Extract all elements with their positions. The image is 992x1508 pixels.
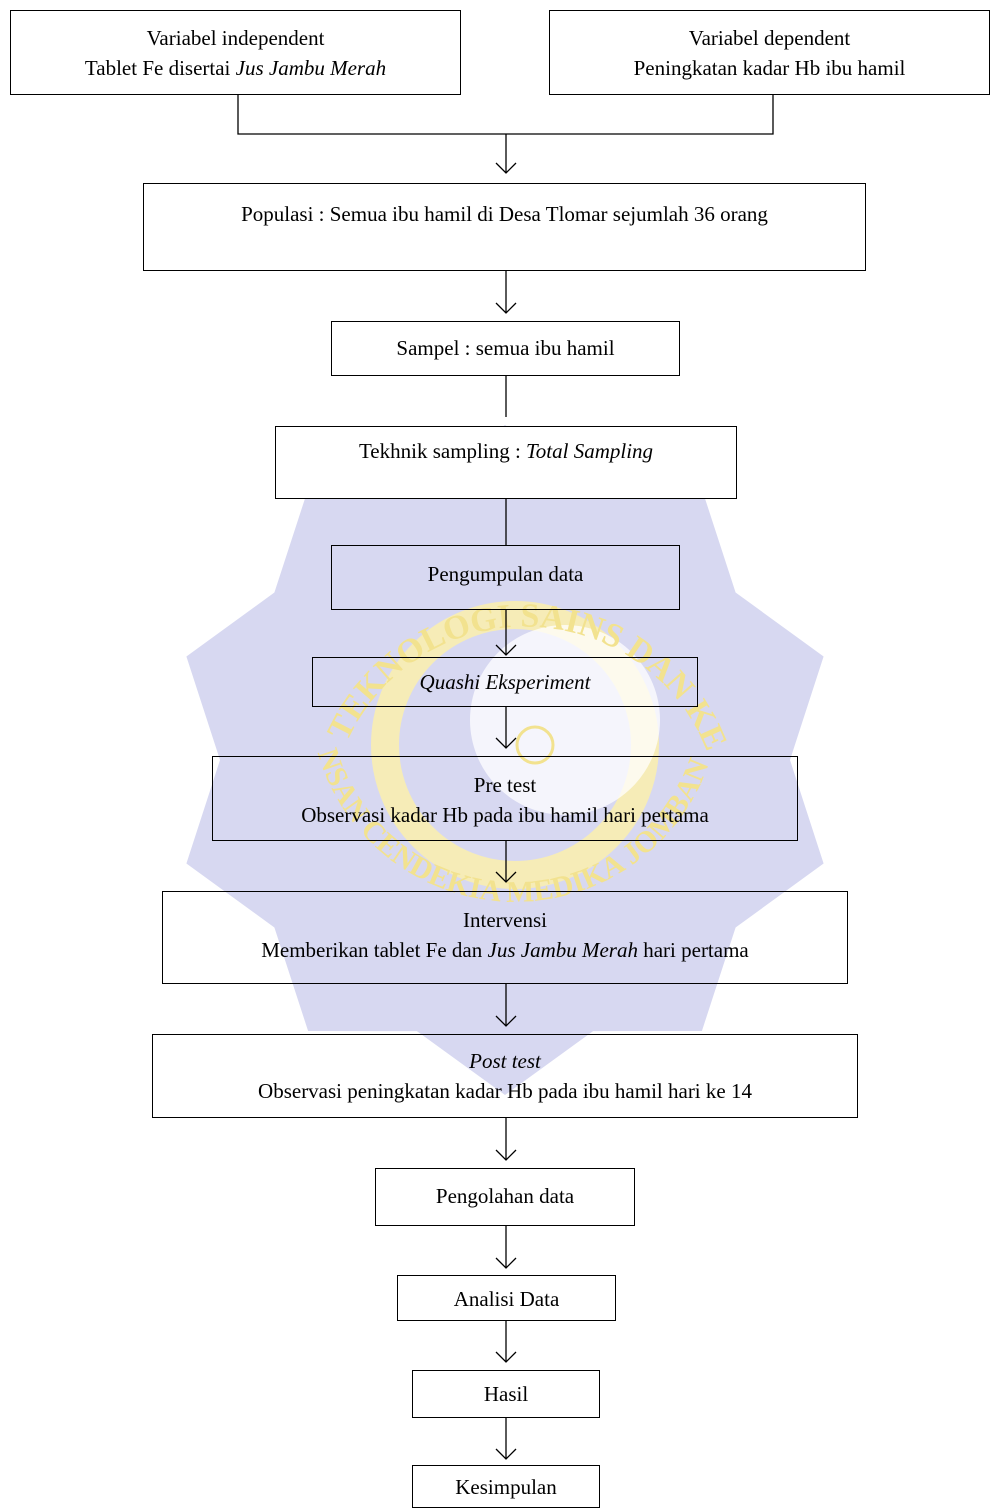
box-variabel-dependent: Variabel dependent Peningkatan kadar Hb … xyxy=(549,10,990,95)
arrowhead-icon xyxy=(495,644,517,656)
intervensi-line: Memberikan tablet Fe dan xyxy=(261,938,488,962)
intervensi-title: Intervensi xyxy=(463,908,547,932)
analisis-text: Analisi Data xyxy=(453,1287,560,1311)
box-post-test: Post test Observasi peningkatan kadar Hb… xyxy=(152,1034,858,1118)
arrowhead-icon xyxy=(495,1448,517,1460)
pretest-line: Observasi kadar Hb pada ibu hamil hari p… xyxy=(301,803,709,827)
independent-line: Tablet Fe disertai xyxy=(84,56,236,80)
dependent-title: Variabel dependent xyxy=(688,26,851,50)
box-pengolahan-data: Pengolahan data xyxy=(375,1168,635,1226)
pengumpulan-text: Pengumpulan data xyxy=(427,562,584,586)
arrowhead-icon xyxy=(495,1149,517,1161)
box-variabel-independent: Variabel independent Tablet Fe disertai … xyxy=(10,10,461,95)
arrowhead-icon xyxy=(495,1015,517,1027)
box-intervensi: Intervensi Memberikan tablet Fe dan Jus … xyxy=(162,891,848,984)
pengolahan-text: Pengolahan data xyxy=(435,1184,575,1208)
watermark-inner-disc xyxy=(470,625,660,815)
arrowhead-icon xyxy=(495,302,517,314)
box-hasil: Hasil xyxy=(412,1370,600,1418)
pretest-title: Pre test xyxy=(473,773,537,797)
dependent-line: Peningkatan kadar Hb ibu hamil xyxy=(633,56,906,80)
arrowhead-icon xyxy=(495,162,517,174)
teknik-text: Tekhnik sampling : xyxy=(358,439,527,463)
teknik-text-italic: Total Sampling xyxy=(526,439,654,463)
kesimpulan-text: Kesimpulan xyxy=(455,1475,557,1499)
arrowhead-icon xyxy=(495,1257,517,1269)
box-teknik-sampling: Tekhnik sampling : Total Sampling xyxy=(275,426,737,499)
intervensi-line-end: hari pertama xyxy=(637,938,749,962)
independent-title: Variabel independent xyxy=(146,26,325,50)
merge-connector xyxy=(237,94,774,135)
posttest-line: Observasi peningkatan kadar Hb pada ibu … xyxy=(258,1079,752,1103)
desain-text: Quashi Eksperiment xyxy=(419,670,591,694)
intervensi-line-italic: Jus Jambu Merah xyxy=(487,938,638,962)
box-kesimpulan: Kesimpulan xyxy=(412,1465,600,1508)
watermark-emblem-icon xyxy=(515,725,555,765)
box-analisi-data: Analisi Data xyxy=(397,1275,616,1321)
box-populasi: Populasi : Semua ibu hamil di Desa Tloma… xyxy=(143,183,866,271)
independent-line-italic: Jus Jambu Merah xyxy=(235,56,387,80)
posttest-title: Post test xyxy=(469,1049,541,1073)
box-pengumpulan-data: Pengumpulan data xyxy=(331,545,680,610)
populasi-text: Populasi : Semua ibu hamil di Desa Tloma… xyxy=(241,202,768,226)
box-sampel: Sampel : semua ibu hamil xyxy=(331,321,680,376)
arrowhead-icon xyxy=(495,1351,517,1363)
hasil-text: Hasil xyxy=(483,1382,529,1406)
arrowhead-icon xyxy=(495,737,517,749)
box-quashi-eksperiment: Quashi Eksperiment xyxy=(312,657,698,707)
sampel-text: Sampel : semua ibu hamil xyxy=(396,336,615,360)
box-pre-test: Pre test Observasi kadar Hb pada ibu ham… xyxy=(212,756,798,841)
arrowhead-icon xyxy=(495,871,517,883)
